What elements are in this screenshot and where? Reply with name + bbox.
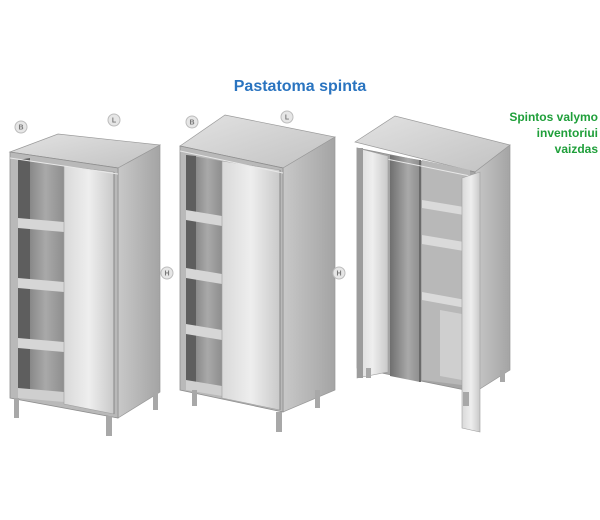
dimension-l-marker-2: L [280,110,294,124]
dimension-b-label-2: B [189,120,194,127]
dimension-h-marker: H [160,266,174,280]
dimension-h-marker-2: H [332,266,346,280]
cabinet-middle [179,114,336,432]
dimension-h-label: H [164,271,169,278]
dimension-l-label: L [112,118,117,125]
cabinet-right-open [354,115,511,433]
dimension-b-marker-2: B [185,115,199,129]
dimension-l-marker: L [107,113,121,127]
cleaning-view-caption: Spintos valymo inventoriui vaizdas [509,110,598,156]
dimension-l-label-2: L [285,115,290,122]
dimension-b-marker: B [14,120,28,134]
cabinet-left [8,133,162,436]
dimension-b-label: B [18,125,23,132]
dimension-h-label-2: H [336,271,341,278]
page-title: Pastatoma spinta [233,78,367,95]
